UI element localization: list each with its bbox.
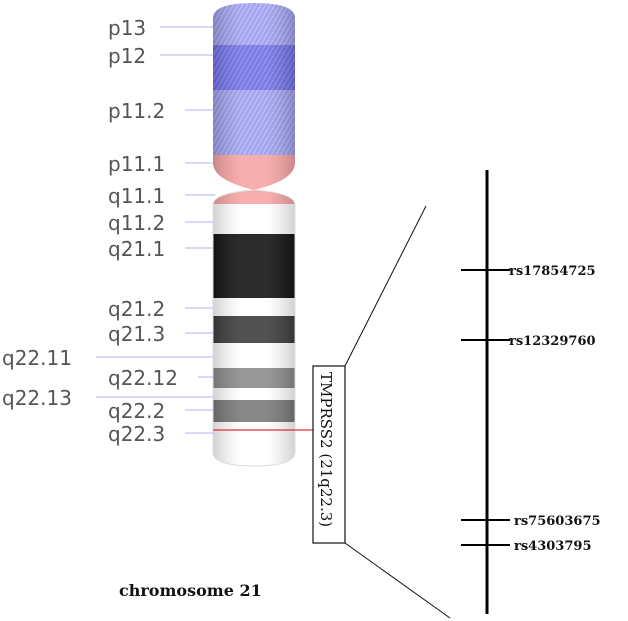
label-q21.3: q21.3 xyxy=(108,322,165,346)
snp-label: rs12329760 xyxy=(509,334,596,349)
label-q11.2: q11.2 xyxy=(108,211,165,235)
snp-label: rs75603675 xyxy=(514,514,601,529)
label-p13: p13 xyxy=(108,16,146,40)
label-q22.12: q22.12 xyxy=(108,366,178,390)
diagram-caption: chromosome 21 xyxy=(119,581,262,600)
gene-label-text: TMPRSS2 (21q22.3) xyxy=(317,372,335,527)
band-labels: p13 p12 p11.2 p11.1 q11.1 q11.2 q21.1 q2… xyxy=(2,16,215,446)
p-arm xyxy=(213,3,295,190)
label-q22.3: q22.3 xyxy=(108,422,165,446)
snp-label: rs4303795 xyxy=(514,539,592,554)
label-p11.1: p11.1 xyxy=(108,152,165,176)
snp-markers: rs17854725 rs12329760 rs75603675 rs43037… xyxy=(461,264,601,554)
label-q22.11: q22.11 xyxy=(2,346,72,370)
zoom-line-bottom xyxy=(344,542,451,619)
label-p11.2: p11.2 xyxy=(108,99,165,123)
gene-label-box: TMPRSS2 (21q22.3) xyxy=(312,365,346,544)
label-q22.13: q22.13 xyxy=(2,386,72,410)
q-arm xyxy=(213,190,295,466)
label-q22.2: q22.2 xyxy=(108,399,165,423)
label-q11.1: q11.1 xyxy=(108,184,165,208)
label-p12: p12 xyxy=(108,44,146,68)
label-q21.1: q21.1 xyxy=(108,237,165,261)
snp-label: rs17854725 xyxy=(509,264,596,279)
label-q21.2: q21.2 xyxy=(108,297,165,321)
zoom-line-top xyxy=(344,205,427,367)
